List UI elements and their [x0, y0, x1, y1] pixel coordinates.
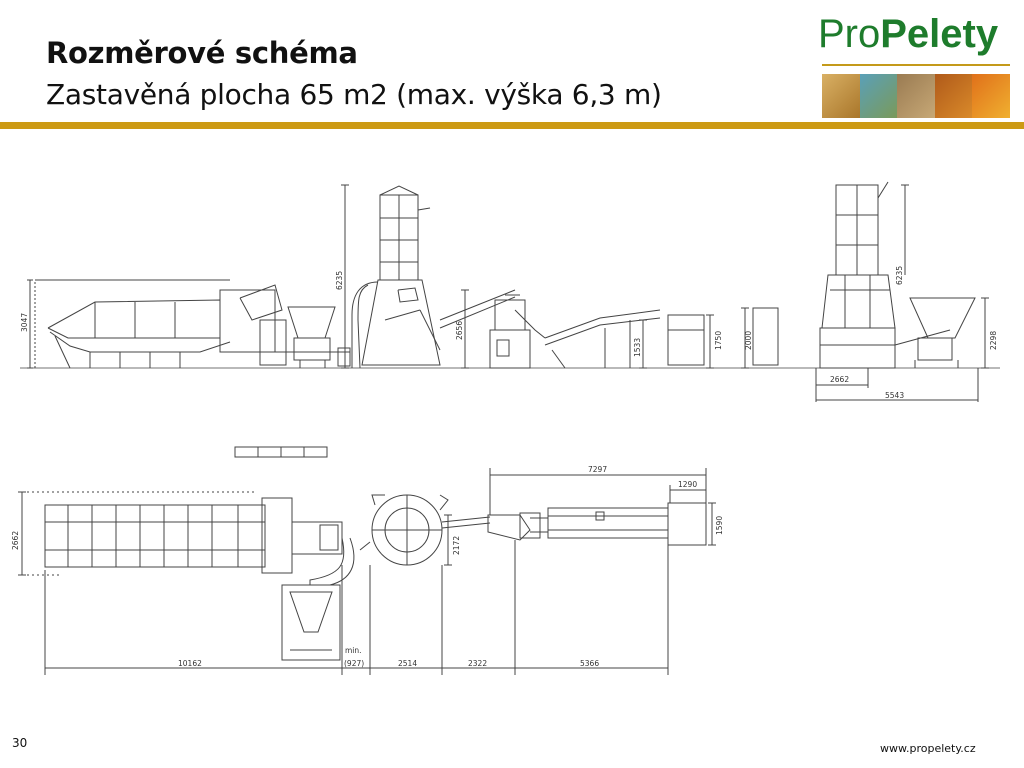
plan-view-cooler [547, 502, 707, 546]
dim-plan-5366: 5366 [580, 659, 599, 668]
dim-plan-2172: 2172 [452, 536, 461, 555]
propelety-logo: ProPelety [818, 12, 1014, 118]
dim-side-1533: 1533 [633, 338, 642, 357]
logo-text-pelety: Pelety [880, 12, 999, 56]
logo-photo-field [859, 74, 898, 118]
dim-side-1750: 1750 [714, 331, 723, 350]
logo-wordmark: ProPelety [818, 12, 998, 56]
logo-photo-pellets [897, 74, 935, 118]
logo-underline [822, 64, 1010, 66]
page-number: 30 [12, 736, 28, 750]
dim-plan-2514: 2514 [398, 659, 417, 668]
slide-title: Rozměrové schéma [46, 36, 358, 70]
dim-plan-2662: 2662 [11, 531, 20, 550]
side-view-conveyor [439, 289, 516, 369]
dim-plan-min-label: min. [345, 646, 362, 655]
dim-side-2656: 2656 [455, 321, 464, 340]
dim-end-2662: 2662 [830, 375, 849, 384]
dim-end-6235: 6235 [895, 266, 904, 285]
side-view-silo [341, 184, 441, 369]
plan-view-press [487, 512, 548, 541]
logo-text-pro: Pro [818, 12, 881, 56]
logo-photo-strip [822, 74, 1010, 118]
dim-plan-2322: 2322 [468, 659, 487, 668]
plan-view-dimension-lines [18, 468, 716, 675]
plan-view-legend-blocks [234, 446, 328, 458]
plan-view [18, 446, 716, 675]
logo-photo-hay [822, 74, 860, 118]
dim-plan-7297: 7297 [588, 465, 607, 474]
plan-view-hopper [281, 584, 341, 661]
side-view [20, 184, 1000, 369]
plan-view-dryer [44, 497, 355, 586]
dim-plan-10162: 10162 [178, 659, 202, 668]
slide-subtitle: Zastavěná plocha 65 m2 (max. výška 6,3 m… [46, 78, 662, 111]
website-url: www.propelety.cz [880, 742, 976, 755]
end-view [815, 181, 989, 402]
side-view-pellet-press [489, 294, 546, 369]
dim-side-6235: 6235 [335, 271, 344, 290]
side-view-hopper [287, 306, 351, 368]
dim-side-2000: 2000 [744, 331, 753, 350]
side-view-dryer [27, 279, 340, 369]
dim-plan-1290: 1290 [678, 480, 697, 489]
dim-plan-927: (927) [344, 659, 364, 668]
dim-end-5543: 5543 [885, 391, 904, 400]
side-view-cooler-belt [544, 307, 779, 369]
dim-plan-1590: 1590 [715, 516, 724, 535]
logo-photo-woodchips [934, 74, 973, 118]
dim-side-3047: 3047 [20, 313, 29, 332]
dimension-drawing: 3047 6235 2656 1533 1750 2000 6235 2298 … [11, 181, 1000, 675]
title-divider [0, 122, 1024, 129]
dim-end-2298: 2298 [989, 331, 998, 350]
logo-photo-fire [972, 74, 1010, 118]
plan-view-silo [359, 494, 491, 566]
